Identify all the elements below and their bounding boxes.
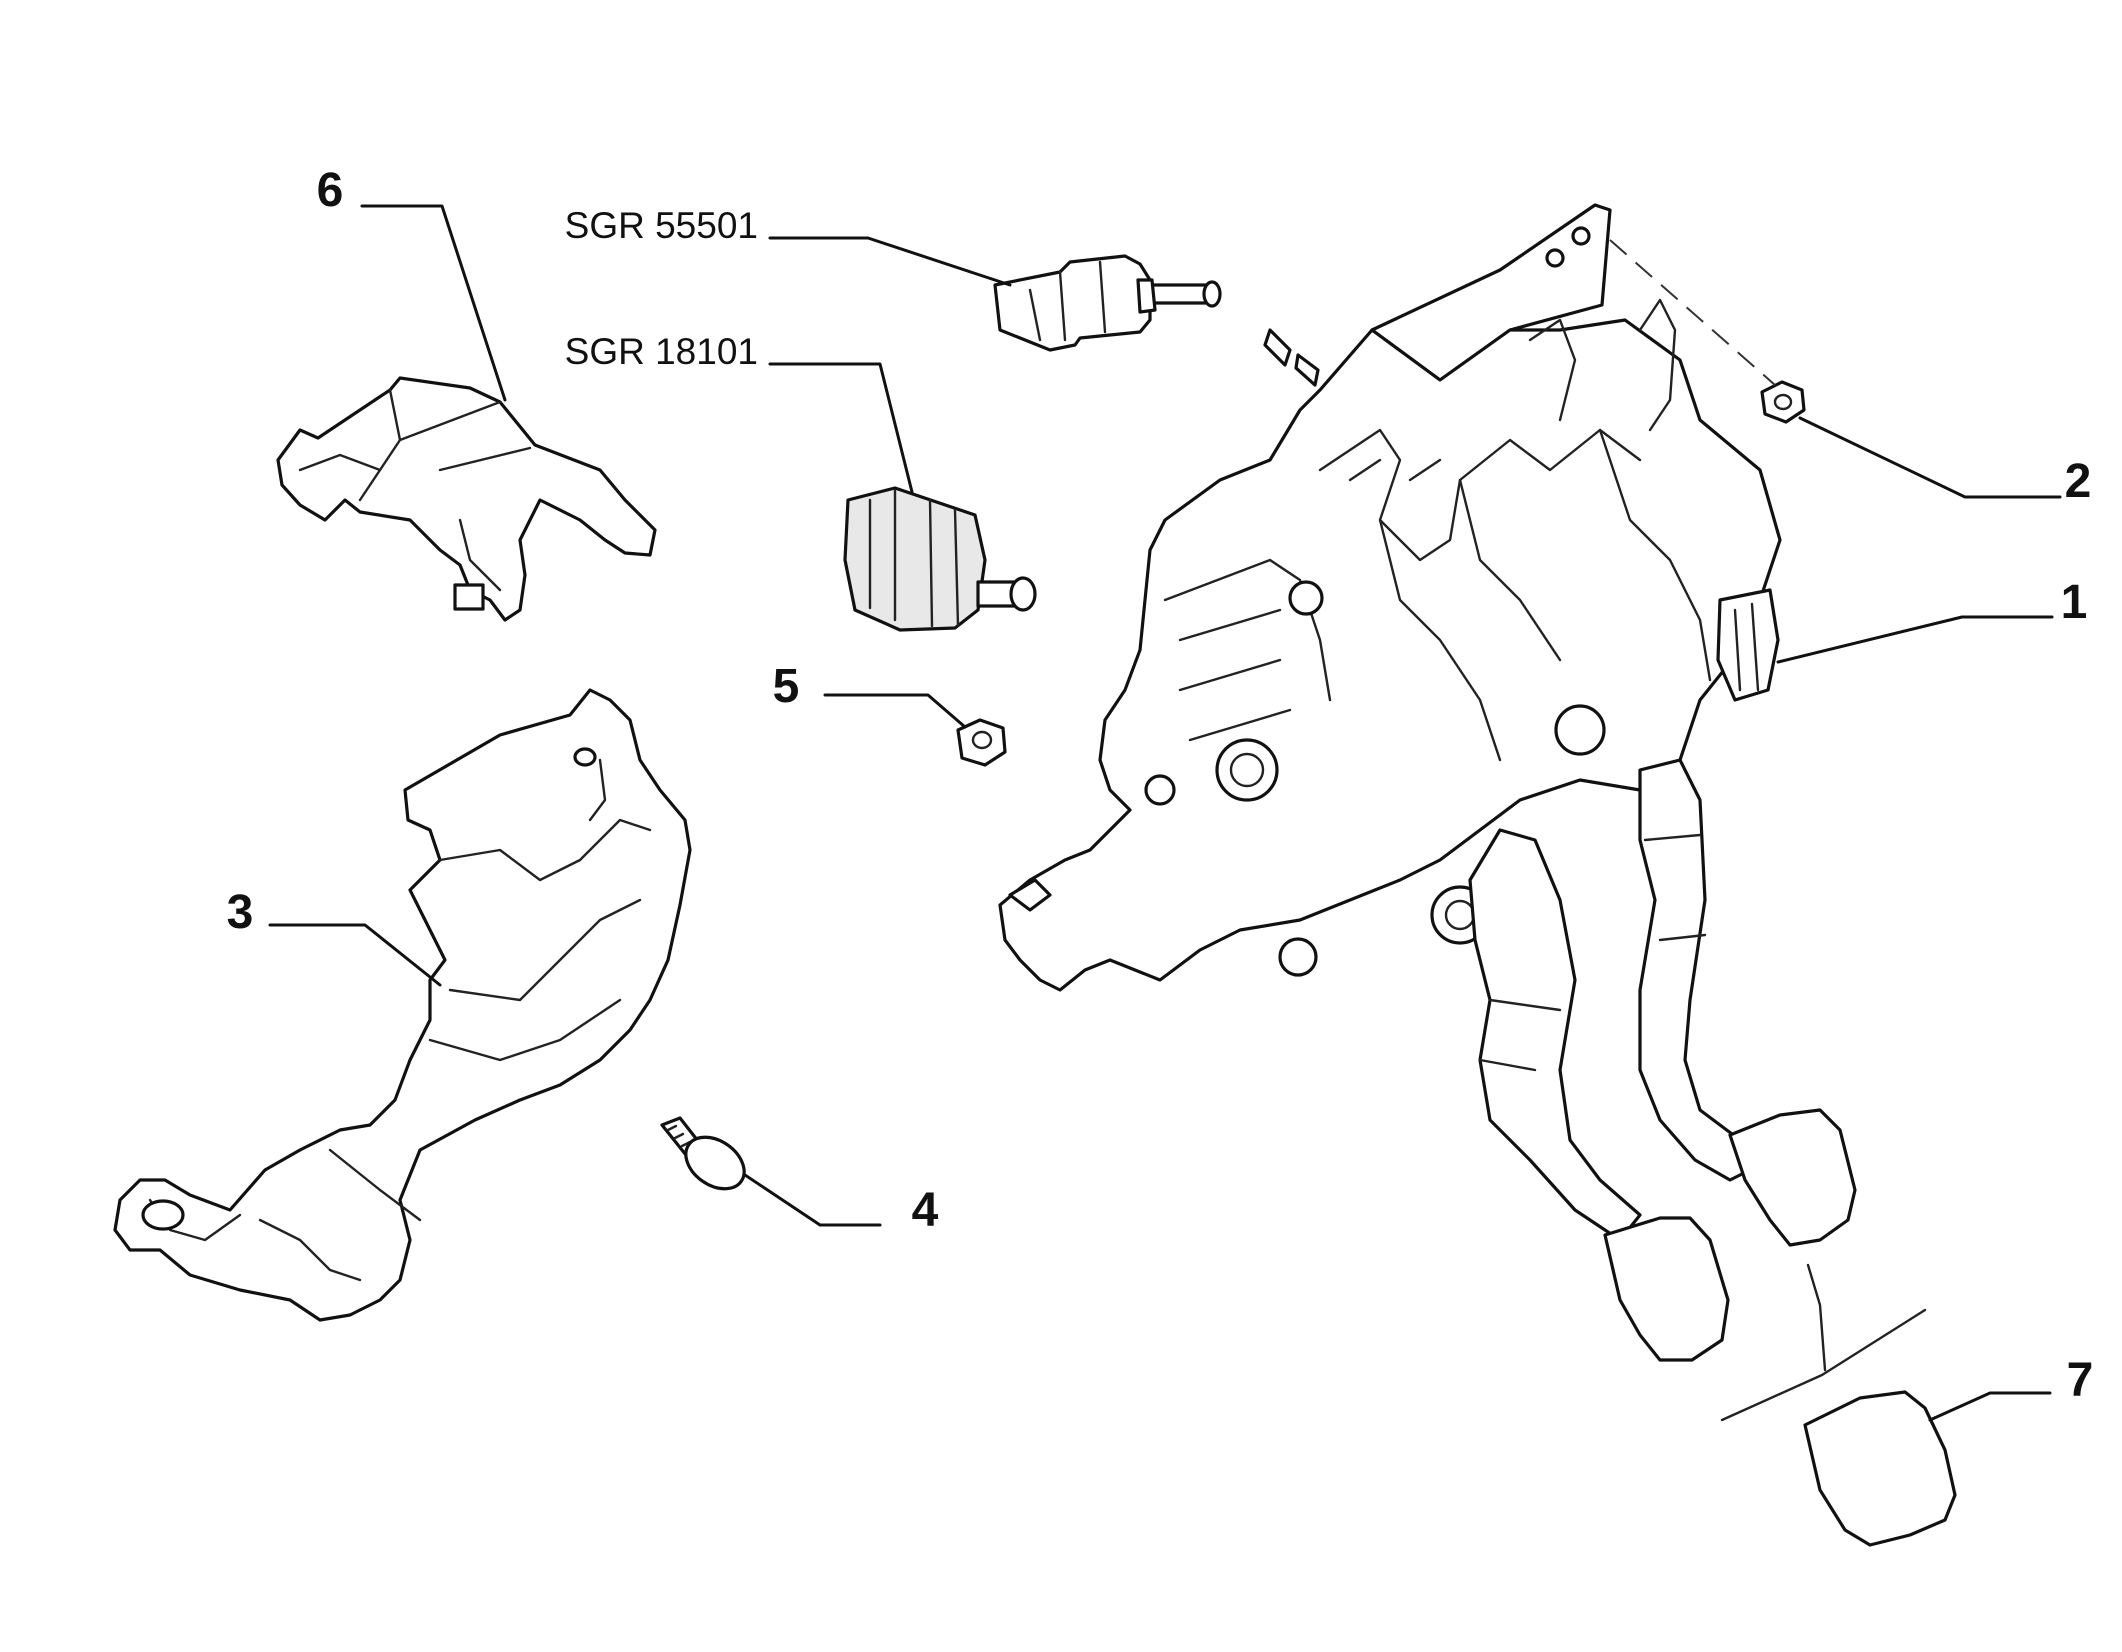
leader-1 xyxy=(1776,615,2054,664)
part-7-pedal-pad xyxy=(1720,1263,1957,1547)
leader-3 xyxy=(268,923,442,987)
callout-7: 7 xyxy=(2067,1354,2094,1407)
leader-7 xyxy=(1928,1391,2052,1422)
part-5-nut xyxy=(956,718,1007,767)
leader-2 xyxy=(1798,416,2062,499)
leader-5 xyxy=(823,693,967,729)
part-6-upper-cover xyxy=(276,376,657,622)
part-3-lower-shroud xyxy=(113,688,692,1322)
code-sgr-18101: SGR 18101 xyxy=(565,331,758,372)
leader-sgr-18101 xyxy=(768,362,914,494)
leader-sgr-55501 xyxy=(768,236,1012,287)
callout-2: 2 xyxy=(2065,455,2092,508)
part-2-nut xyxy=(1760,380,1806,424)
leader-6 xyxy=(360,204,507,402)
switch-sgr-18101 xyxy=(843,486,1037,632)
code-sgr-55501: SGR 55501 xyxy=(565,205,758,246)
part-1-pedal-assembly xyxy=(998,203,1857,1362)
leader-lines xyxy=(268,204,2062,1422)
part-4-push-pin xyxy=(660,1116,746,1191)
callout-6: 6 xyxy=(317,164,344,217)
leader-4 xyxy=(743,1173,882,1227)
callout-4: 4 xyxy=(912,1184,939,1237)
callout-3: 3 xyxy=(227,886,254,939)
switch-sgr-55501 xyxy=(993,254,1222,352)
alignment-dashed-line xyxy=(1609,239,1776,386)
callout-5: 5 xyxy=(773,660,800,713)
callout-1: 1 xyxy=(2061,576,2088,629)
